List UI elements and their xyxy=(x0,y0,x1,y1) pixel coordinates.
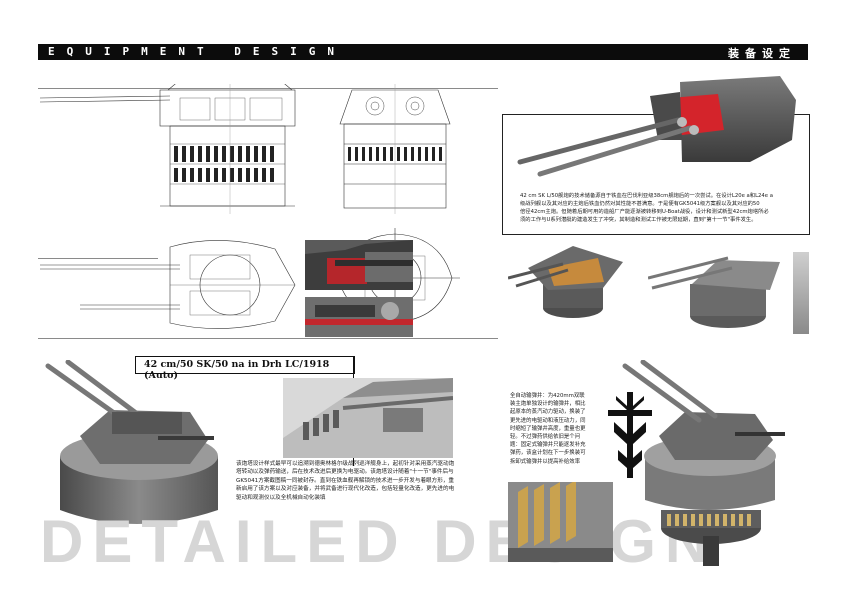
render-detail-breech xyxy=(305,297,413,337)
ammo-hoist-description: 全自动输弹井：为420mm双联 装主炮单独设计的输弹井，相比 起原本的蒸汽动力驱… xyxy=(510,392,606,466)
text-line: 须的工作与U系列潜艇的建造发生了冲突，其制造和测试工作被无限延期，直到"第十一节… xyxy=(520,217,757,223)
caption-title: 42 cm/50 SK/50 na in Drh LC/1918 (Auto) xyxy=(144,359,330,381)
header-bar: EQUIPMENT DESIGN 装备设定 xyxy=(38,44,808,60)
header-title-en: EQUIPMENT DESIGN xyxy=(48,45,346,58)
text-line: 新启用了该方案以及对应装备，并将武备进行现代化改造，包括轻量化改造，更先进的电 xyxy=(236,486,455,493)
text-line: 时缩短了输弹井高度，重量也更 xyxy=(510,425,586,432)
turret-description: 42 cm SK L/50舰炮的技术储备源自于铁血在巴伐利亚级38cm舰炮后的一… xyxy=(520,192,802,224)
text-line: 全自动输弹井：为420mm双联 xyxy=(510,393,585,399)
divider-line xyxy=(38,338,498,339)
caption-box: 42 cm/50 SK/50 na in Drh LC/1918 (Auto) xyxy=(135,356,355,381)
text-line: 级战列舰以及其对应的主炮后铁血仍然对其性能不甚满意。于是便有GK5041级方案舰… xyxy=(520,201,760,207)
blueprint-side-elevation xyxy=(40,84,296,214)
text-line: 该炮塔设计样式最早可以追溯到德奥林格尔级战列巡洋舰身上，起初针对采用蒸汽驱动炮 xyxy=(236,461,455,467)
render-shell-rack xyxy=(508,482,613,562)
text-line: 起原本的蒸汽动力驱动，换装了 xyxy=(510,409,586,416)
divider-line xyxy=(38,258,158,259)
iron-cross-emblem-icon xyxy=(608,392,652,478)
blueprint-front-elevation xyxy=(339,84,451,214)
text-line: 驱动和观测仪以及全机械自动化装填 xyxy=(236,494,326,501)
header-title-cn: 装备设定 xyxy=(728,47,796,60)
text-line: 题：固定式输弹井只能逐发补充 xyxy=(510,442,586,449)
turret-render-main xyxy=(45,360,218,524)
text-line: 更先进的电驱动和液压动力，同 xyxy=(510,417,586,424)
turret-render-hoist xyxy=(622,360,785,566)
render-cutaway-left xyxy=(508,246,623,318)
turret-history-text: 该炮塔设计样式最早可以追溯到德奥林格尔级战列巡洋舰身上，起初针对采用蒸汽驱动炮 … xyxy=(236,460,466,502)
render-turret-side xyxy=(648,256,780,328)
text-line: 拆卸式输弹井以提高补给效率 xyxy=(510,458,581,465)
text-line: 塔转动以及弹药输送，后在技术改进后更换为电驱动。该炮塔设计随着"十一节"事件后与 xyxy=(236,469,454,476)
text-line: 轻。不过弹药供给依旧是个问 xyxy=(510,434,581,441)
side-strip xyxy=(793,252,809,334)
text-line: GK5041方案截图稿一同被封存。直到在铁血舰再解锁的技术进一步开发与着眼方形，… xyxy=(236,477,455,484)
render-ammo-mechanism xyxy=(283,378,453,458)
text-line: 42 cm SK L/50舰炮的技术储备源自于铁血在巴伐利亚级38cm舰炮后的一… xyxy=(520,193,773,199)
text-line: 弹药，该盒计划在下一步换装可 xyxy=(510,450,586,457)
divider-line xyxy=(38,88,498,89)
blueprint-plan-view xyxy=(40,240,296,329)
text-line: 倍径42cm主炮。但随着后期可用的造船厂产能逐渐被转移到U-Boat战役，设计和… xyxy=(520,209,769,215)
text-line: 装主炮单独设计的输弹井，相比 xyxy=(510,401,586,408)
render-detail-barrel xyxy=(305,240,413,290)
turret-render-top xyxy=(517,76,796,177)
